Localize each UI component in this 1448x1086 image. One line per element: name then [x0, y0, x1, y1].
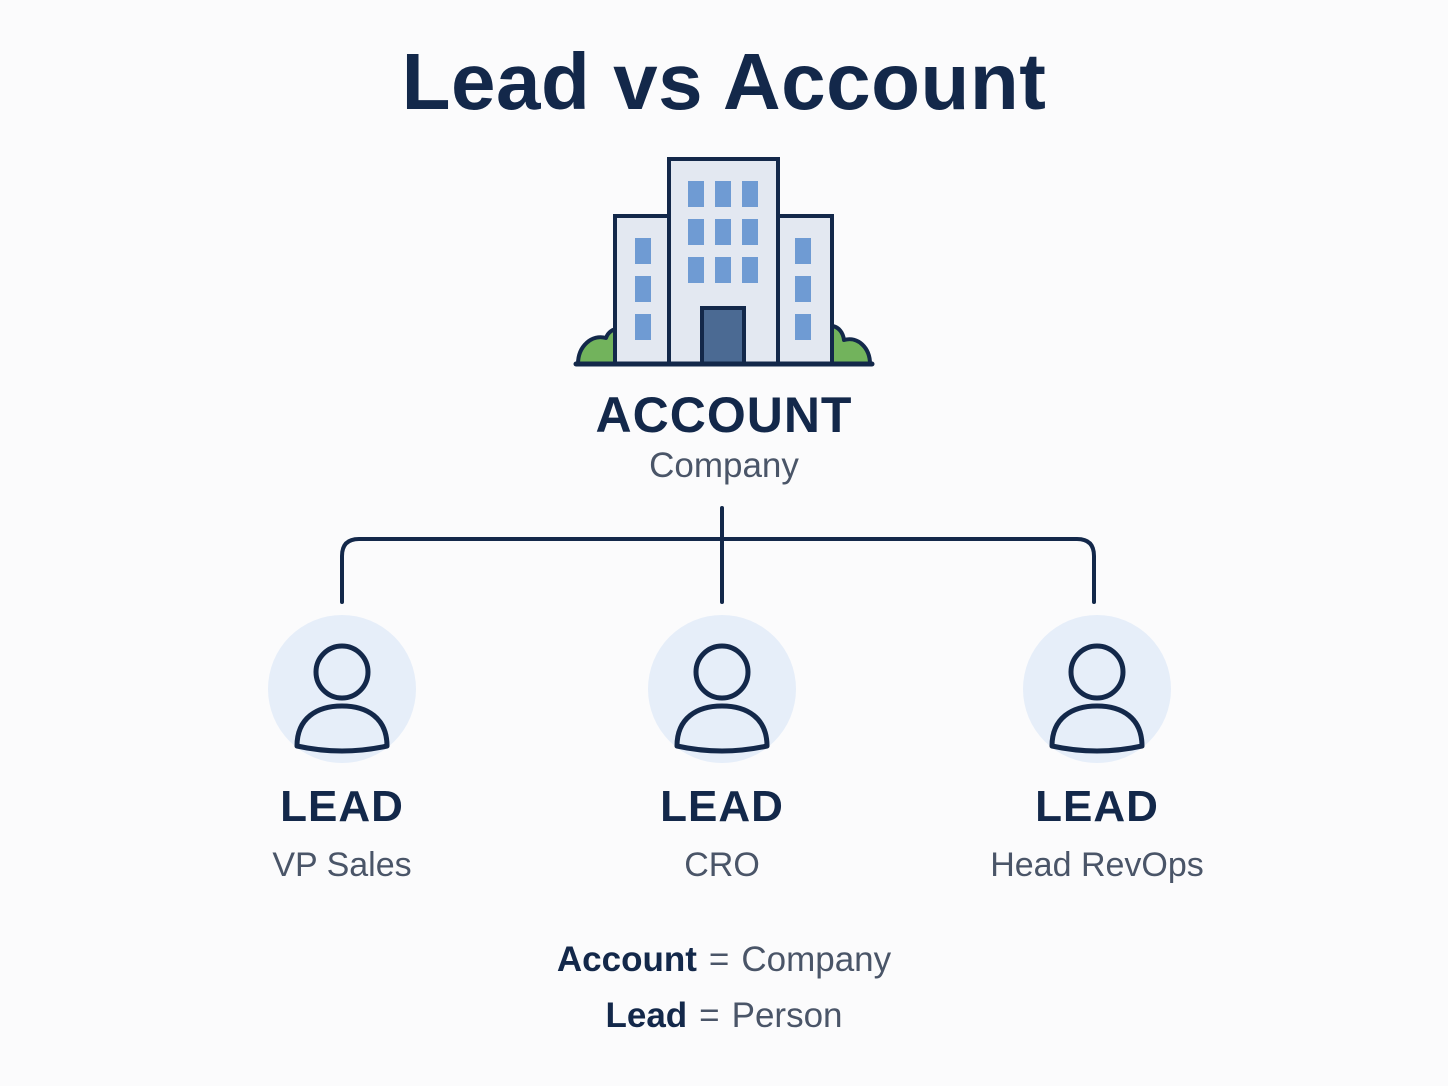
page-title: Lead vs Account	[401, 37, 1047, 126]
legend-term: Lead	[605, 996, 688, 1035]
lead-role: Head RevOps	[990, 846, 1204, 884]
legend-definition: Company	[741, 940, 892, 979]
legend-row-account: Account = Company	[0, 940, 1448, 980]
lead-role: CRO	[684, 846, 760, 884]
lead-role: VP Sales	[272, 846, 412, 884]
account-subtitle: Company	[649, 446, 799, 485]
legend-equals: =	[699, 996, 720, 1035]
lead-label: LEAD	[280, 782, 404, 831]
person-icon	[268, 615, 416, 763]
lead-card-vp-sales: LEAD VP Sales	[162, 614, 522, 885]
legend-equals: =	[708, 940, 730, 979]
lead-label: LEAD	[660, 782, 784, 831]
person-icon	[1023, 615, 1171, 763]
lead-card-head-revops: LEAD Head RevOps	[917, 614, 1277, 885]
office-building-icon	[573, 157, 875, 367]
legend-row-lead: Lead = Person	[0, 996, 1448, 1036]
account-label: ACCOUNT	[595, 387, 853, 443]
lead-label: LEAD	[1035, 782, 1159, 831]
person-icon	[648, 615, 796, 763]
legend-definition: Person	[731, 996, 843, 1035]
lead-card-cro: LEAD CRO	[542, 614, 902, 885]
legend-term: Account	[556, 940, 697, 979]
